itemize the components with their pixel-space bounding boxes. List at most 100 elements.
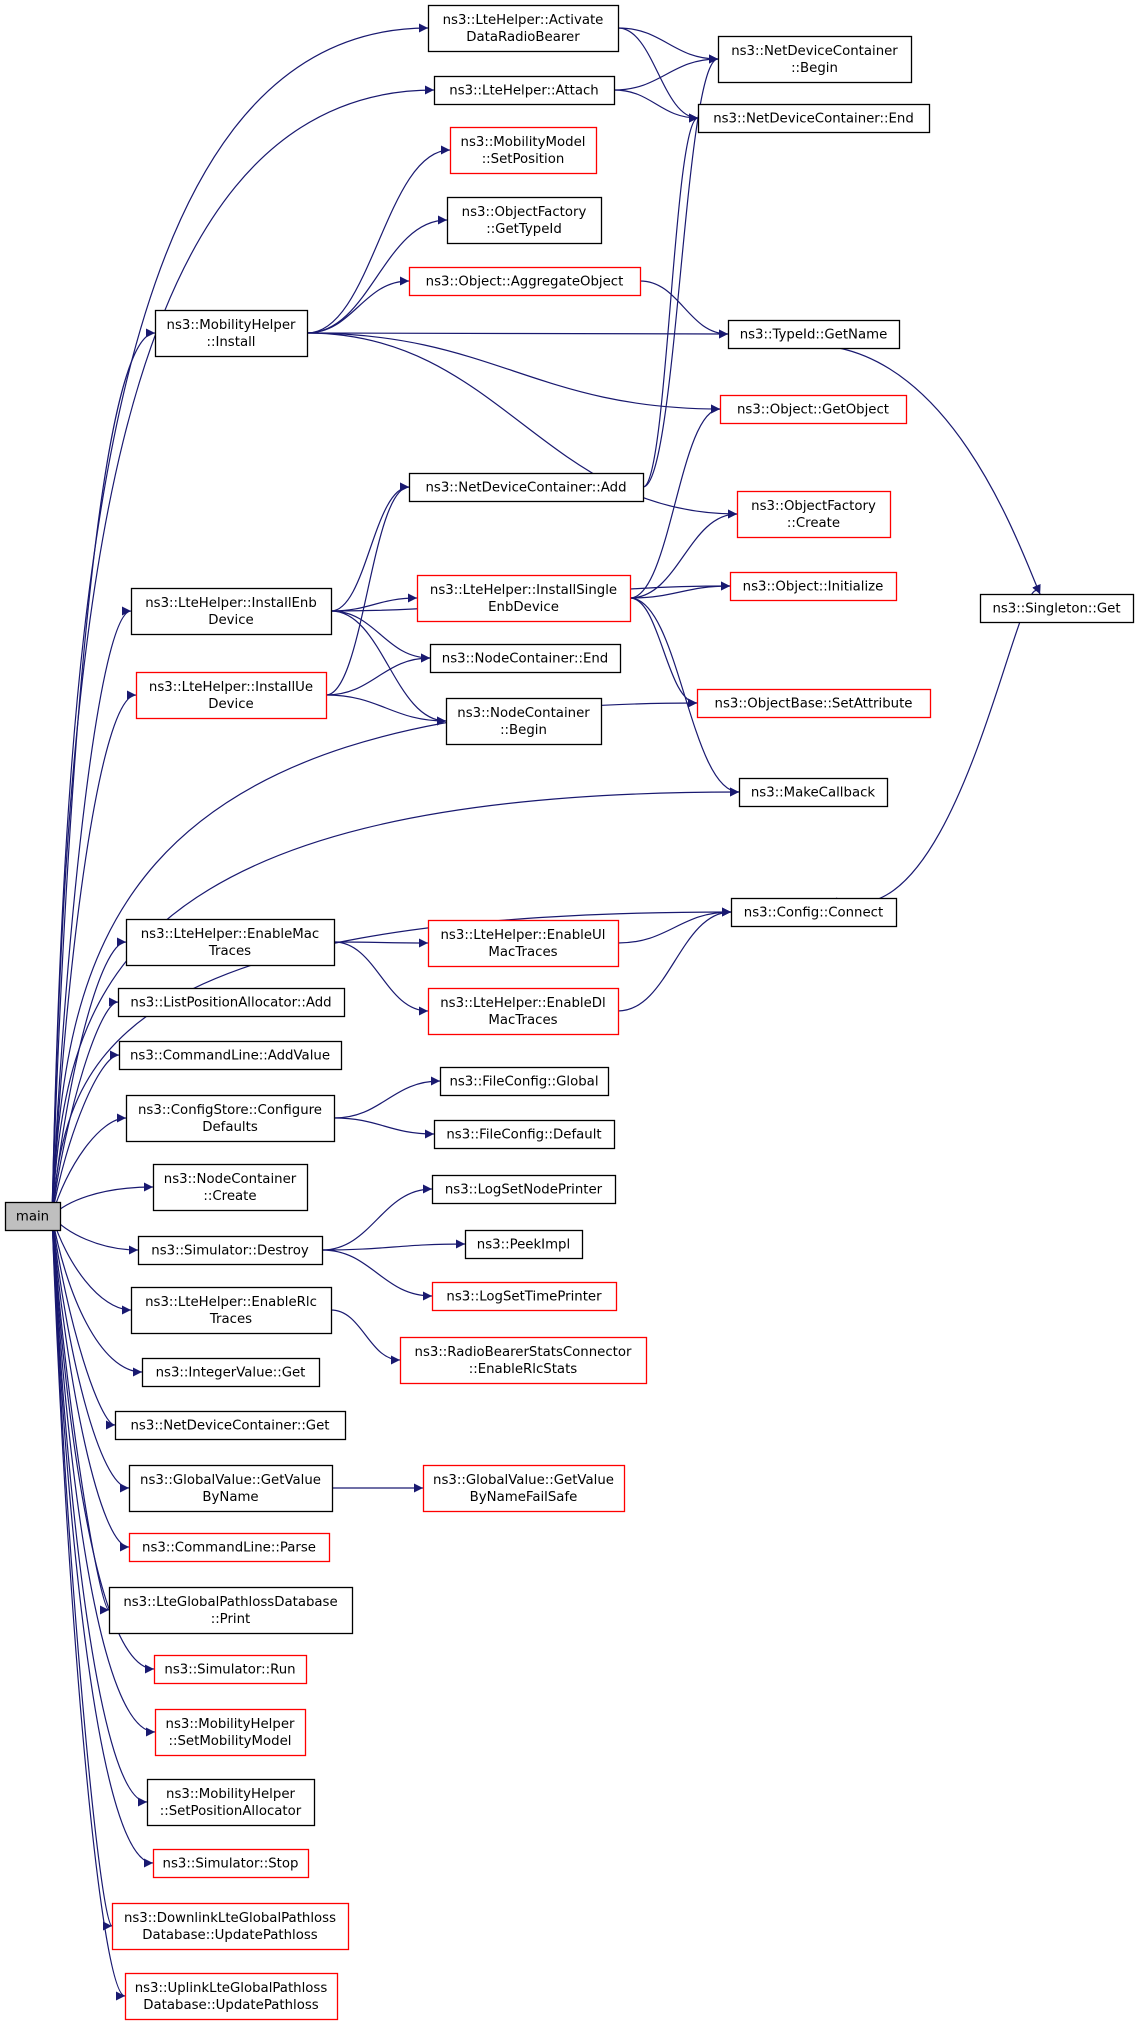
edge-main-to-sim_destroy [51,1215,139,1255]
node-ns3-logsetnodeprinter[interactable]: ns3::LogSetNodePrinter [431,1174,617,1205]
node-ns3-nodecontainer-end[interactable]: ns3::NodeContainer::End [429,643,622,674]
node-ns3-objectbase-setattribute[interactable]: ns3::ObjectBase::SetAttribute [696,688,932,719]
node-label-line: ns3::LogSetNodePrinter [445,1183,603,1198]
node-box [445,697,603,746]
node-ns3-mobilityhelper-setmobilitymodel[interactable]: ns3::MobilityHelper::SetMobilityModel [154,1708,307,1757]
node-label-line: ns3::Simulator::Run [164,1663,295,1678]
edge-main-to-cs_configure [51,1113,127,1217]
node-ns3-objectfactory-create[interactable]: ns3::ObjectFactory::Create [736,490,892,539]
edge-attach-to-ndc_end [613,89,699,123]
node-ns3-simulator-stop[interactable]: ns3::Simulator::Stop [152,1848,310,1879]
node-label-line: Traces [209,1312,252,1327]
node-ns3-nodecontainer-begin[interactable]: ns3::NodeContainer::Begin [445,697,603,746]
node-ns3-uplinklteglobalpathloss-database-updatepathloss[interactable]: ns3::UplinkLteGlobalPathlossDatabase::Up… [124,1972,339,2021]
node-label-line: ns3::CommandLine::AddValue [130,1049,330,1064]
node-ns3-mobilityhelper-setpositionallocator[interactable]: ns3::MobilityHelper::SetPositionAllocato… [146,1778,316,1827]
edge-mh_install-to-of_create [306,332,738,519]
node-label-line: EnbDevice [488,600,559,615]
node-ns3-peekimpl[interactable]: ns3::PeekImpl [464,1229,584,1260]
node-label-line: Defaults [202,1120,258,1135]
node-box [696,688,932,719]
node-ns3-objectfactory-gettypeid[interactable]: ns3::ObjectFactory::GetTypeId [446,196,603,245]
node-ns3-commandline-addvalue[interactable]: ns3::CommandLine::AddValue [118,1040,343,1071]
node-ns3-netdevicecontainer-end[interactable]: ns3::NetDeviceContainer::End [697,103,931,134]
node-label-line: ns3::ConfigStore::Configure [138,1103,322,1118]
node-label-line: ::SetPosition [482,152,565,167]
node-label-line: MacTraces [488,1013,557,1028]
node-main: main [4,1201,62,1232]
node-ns3-logsettimeprinter[interactable]: ns3::LogSetTimePrinter [431,1281,618,1312]
node-ns3-netdevicecontainer-add[interactable]: ns3::NetDeviceContainer::Add [408,472,645,503]
node-label-line: ns3::NetDeviceContainer [731,44,898,59]
edge-main-to-sim_stop [51,1215,154,1868]
node-ns3-config-connect[interactable]: ns3::Config::Connect [730,897,898,928]
node-label-line: ns3::MobilityHelper [166,1787,295,1802]
edge-install_enb-to-install_single [330,593,418,612]
node-box [130,587,333,636]
node-ns3-typeid-getname[interactable]: ns3::TypeId::GetName [727,319,901,350]
node-ns3-makecallback[interactable]: ns3::MakeCallback [738,777,889,808]
node-ns3-object-aggregateobject[interactable]: ns3::Object::AggregateObject [408,266,642,297]
node-ns3-lteglobalpathlossdatabase-print[interactable]: ns3::LteGlobalPathlossDatabase::Print [108,1586,354,1635]
node-ns3-simulator-run[interactable]: ns3::Simulator::Run [153,1654,308,1685]
edge-activate-to-ndc_end [617,27,699,123]
node-label-line: ::Begin [500,723,547,738]
node-ns3-radiobearerstatsconnector-enablerlcstats[interactable]: ns3::RadioBearerStatsConnector::EnableRl… [399,1336,648,1385]
node-box [114,1410,347,1441]
edge-activate-to-ndc_begin [617,27,719,64]
node-box [422,1464,626,1513]
node-box [738,777,889,808]
node-label-line: ::Begin [791,61,838,76]
node-ns3-listpositionallocator-add[interactable]: ns3::ListPositionAllocator::Add [117,987,346,1018]
node-box [979,593,1135,624]
node-ns3-netdevicecontainer-get[interactable]: ns3::NetDeviceContainer::Get [114,1410,347,1441]
node-box [111,1902,350,1951]
edge-install_single-to-makecallback [629,597,740,797]
node-ns3-object-getobject[interactable]: ns3::Object::GetObject [719,394,908,425]
node-label-line: MacTraces [488,945,557,960]
node-ns3-object-initialize[interactable]: ns3::Object::Initialize [729,571,898,602]
node-ns3-mobilitymodel-setposition[interactable]: ns3::MobilityModel::SetPosition [449,126,598,175]
node-label-line: ns3::UplinkLteGlobalPathloss [135,1981,328,1996]
edge-mh_install-to-mm_setpos [306,145,451,334]
node-box [128,1532,331,1563]
node-box [719,394,908,425]
node-box [137,1235,324,1266]
edge-main-to-cl_parse [51,1215,130,1552]
edge-enable_dl-to-config_connect [617,907,732,1012]
node-label-line: ns3::NodeContainer [164,1172,297,1187]
node-ns3-fileconfig-default[interactable]: ns3::FileConfig::Default [433,1119,616,1150]
node-ns3-netdevicecontainer-begin[interactable]: ns3::NetDeviceContainer::Begin [717,35,913,84]
edge-install_single-to-ob_setattr [629,597,698,708]
node-ns3-simulator-destroy[interactable]: ns3::Simulator::Destroy [137,1235,324,1266]
node-label-line: Database::UpdatePathloss [142,1928,318,1943]
node-ns3-downlinklteglobalpathloss-database-updatepathloss[interactable]: ns3::DownlinkLteGlobalPathlossDatabase::… [111,1902,350,1951]
edge-sim_destroy-to-log_timeprinter [321,1249,433,1301]
node-ns3-ltehelper-attach[interactable]: ns3::LteHelper::Attach [433,75,616,106]
node-box [128,1464,334,1513]
node-ns3-commandline-parse[interactable]: ns3::CommandLine::Parse [128,1532,331,1563]
edge-main-to-mh_setmm [51,1215,156,1737]
node-ns3-fileconfig-global[interactable]: ns3::FileConfig::Global [439,1066,610,1097]
node-ns3-mobilityhelper-install[interactable]: ns3::MobilityHelper::Install [154,309,309,358]
node-box [130,1286,333,1335]
node-ns3-singleton-get[interactable]: ns3::Singleton::Get [979,593,1135,624]
node-label-line: ns3::MobilityHelper [166,1717,295,1732]
node-box [152,1163,309,1212]
edge-install_ue-to-ndc_add [325,482,410,696]
node-label-line: ns3::NetDeviceContainer::Get [131,1419,330,1434]
node-ns3-integervalue-get[interactable]: ns3::IntegerValue::Get [141,1357,321,1388]
node-ns3-nodecontainer-create[interactable]: ns3::NodeContainer::Create [152,1163,309,1212]
node-label-line: ns3::LteHelper::Activate [443,13,604,28]
